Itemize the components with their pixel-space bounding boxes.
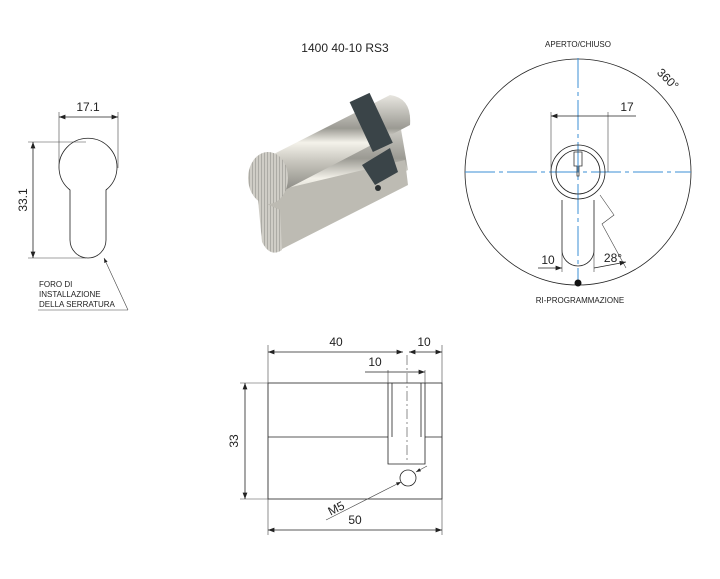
- cylinder-3d-render: [248, 92, 411, 253]
- cam-width-dimension: 10: [541, 253, 555, 267]
- top-label: APERTO/CHIUSO: [545, 40, 611, 49]
- bottom-label: RI-PROGRAMMAZIONE: [536, 296, 624, 305]
- note-line-3: DELLA SERRATURA: [39, 300, 116, 309]
- length-a-dimension: 40: [329, 335, 343, 349]
- diameter-dimension: 17: [620, 100, 634, 114]
- height-dimension: 33.1: [16, 188, 30, 212]
- keyhole-outline: [58, 137, 118, 259]
- width-dimension: 17.1: [76, 100, 100, 114]
- length-b-dimension: 10: [417, 335, 431, 349]
- drawing-title: 1400 40-10 RS3: [301, 41, 389, 55]
- reprogramming-point: [574, 279, 582, 287]
- screw-dimension: M5: [326, 498, 347, 518]
- note-line-1: FORO DI: [39, 280, 72, 289]
- angle-dimension: 28°: [604, 251, 622, 265]
- height-dimension: 33: [227, 434, 241, 448]
- rotation-dimension: 360°: [654, 65, 682, 93]
- profile-view: 17.1 33.1 FORO DI INSTALLAZIONE DELLA SE…: [16, 100, 129, 311]
- cam-dimension: 10: [368, 355, 382, 369]
- cam-slot: [387, 383, 426, 465]
- front-view: APERTO/CHIUSO RI-PROGRAMMAZIONE 360° 17 …: [464, 40, 692, 305]
- total-length-dimension: 50: [348, 513, 362, 527]
- cylinder-body: [267, 382, 443, 500]
- side-view: 40 10 10 33 50 M5: [227, 335, 443, 535]
- note-line-2: INSTALLAZIONE: [39, 290, 101, 299]
- screw-hole: [399, 469, 417, 487]
